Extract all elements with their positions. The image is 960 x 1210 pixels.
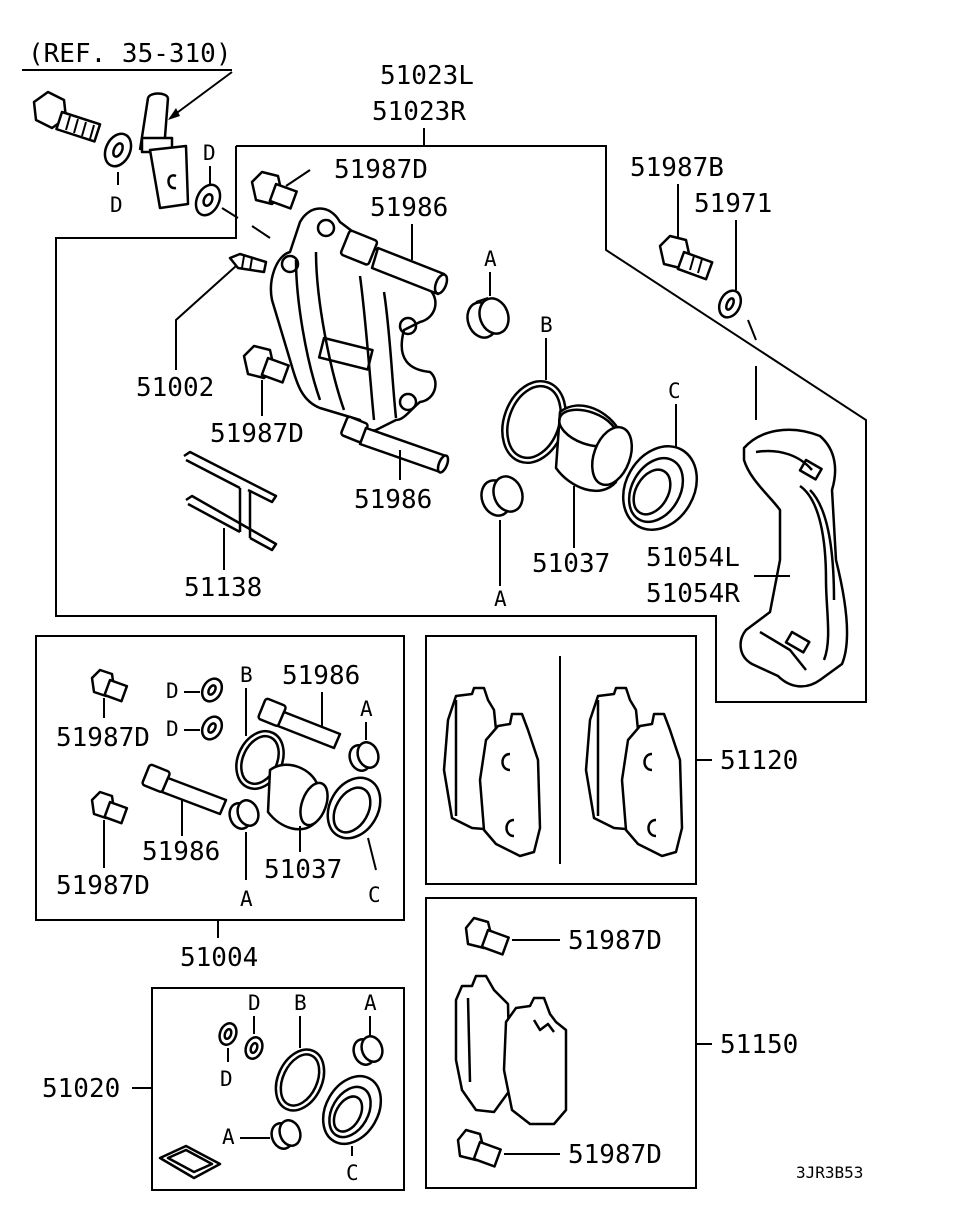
bolt-icon: [456, 1128, 502, 1168]
label-51150: 51150: [720, 1030, 798, 1060]
caliper-support-icon: [739, 428, 849, 688]
bolt-icon: [90, 790, 129, 825]
bolt-icon: [90, 668, 129, 703]
leader-51987d-top: [285, 169, 311, 187]
label-51004: 51004: [180, 943, 258, 973]
marker-b-2: B: [240, 663, 253, 687]
marker-d-3: D: [166, 679, 179, 703]
label-51971: 51971: [694, 189, 772, 219]
bolt-icon: [464, 916, 510, 956]
label-51987b: 51987B: [630, 153, 724, 183]
leader-c2: [367, 837, 377, 871]
washer-icon: [244, 1036, 264, 1060]
ref-leader: [169, 71, 233, 119]
dust-boot-icon: [326, 776, 382, 840]
marker-b-1: B: [540, 313, 553, 337]
washer-icon: [200, 715, 224, 741]
pin-boot-icon: [480, 475, 524, 517]
marker-c-1: C: [668, 379, 681, 403]
guide-pin-icon: [257, 697, 342, 750]
pad-set-group: 51120: [425, 635, 798, 885]
marker-a-3: A: [360, 697, 373, 721]
marker-d-5: D: [220, 1067, 233, 1091]
marker-b-3: B: [294, 991, 307, 1015]
marker-a-4: A: [240, 887, 253, 911]
washer-icon: [200, 677, 224, 703]
marker-a-5: A: [364, 991, 377, 1015]
pin-boot-icon: [352, 1035, 384, 1066]
label-kit-51037: 51037: [264, 855, 342, 885]
label-51120: 51120: [720, 746, 798, 776]
kit-51004-frame: [35, 635, 405, 921]
label-kit-51986-2: 51986: [142, 837, 220, 867]
label-51987d-mid: 51987D: [210, 419, 304, 449]
brake-pad-icon: [584, 686, 684, 858]
ref-arrowhead: [168, 108, 180, 120]
bolt-icon: [250, 170, 298, 210]
piston-icon: [554, 404, 634, 493]
piston-icon: [266, 763, 329, 831]
pad-clip-icon: [183, 450, 278, 552]
label-51023l: 51023L: [380, 61, 474, 91]
ref-label: (REF. 35-310): [28, 39, 232, 69]
label-51986-top: 51986: [370, 193, 448, 223]
bolt-icon: [242, 344, 290, 384]
washer-icon: [218, 1022, 238, 1046]
caliper-assembly-group: 51023L 51023R 51987D 51986: [55, 61, 867, 703]
leader-51002: [175, 265, 237, 370]
label-kit-51986: 51986: [282, 661, 360, 691]
marker-d-4: D: [166, 717, 179, 741]
brake-pad-icon: [442, 686, 542, 858]
guide-pin-icon: [340, 415, 450, 474]
assembly-frame: [55, 145, 867, 703]
shim-set-group: 51987D 51987D 51150: [425, 897, 798, 1189]
washer-icon: [194, 183, 222, 217]
label-51054l: 51054L: [646, 543, 740, 573]
bleeder-screw-icon: [228, 252, 268, 274]
label-51054r: 51054R: [646, 579, 740, 609]
pin-boot-icon: [228, 799, 260, 830]
pin-boot-icon: [466, 297, 510, 339]
guide-pin-icon: [339, 229, 449, 296]
label-51986-bottom: 51986: [354, 485, 432, 515]
label-51023r: 51023R: [372, 97, 466, 127]
marker-c-3: C: [346, 1161, 359, 1185]
marker-a-6: A: [222, 1125, 235, 1149]
grease-pack-icon: [158, 1144, 222, 1180]
marker-d-6: D: [248, 991, 261, 1015]
marker-a-1: A: [484, 247, 497, 271]
label-kit-51987d-bottom: 51987D: [56, 871, 150, 901]
label-kit-51987d-top: 51987D: [56, 723, 150, 753]
piston-seal-icon: [274, 1048, 326, 1112]
seal-kit-group: 51020 D D B A C A: [42, 987, 405, 1191]
footer-code: 3JR3B53: [796, 1163, 863, 1182]
dust-boot-icon: [621, 445, 699, 531]
label-51138: 51138: [184, 573, 262, 603]
marker-a-2: A: [494, 587, 507, 611]
label-shim-51987d-bottom: 51987D: [568, 1140, 662, 1170]
label-51020: 51020: [42, 1074, 120, 1104]
reference-group: (REF. 35-310) D D: [22, 39, 271, 239]
dash-3: [747, 319, 757, 341]
label-shim-51987d-top: 51987D: [568, 926, 662, 956]
washer-icon: [717, 289, 743, 319]
bolt-icon: [658, 234, 714, 281]
banjo-bolt-icon: [32, 90, 102, 143]
shim-icon: [454, 974, 568, 1126]
dust-boot-icon: [321, 1074, 383, 1146]
marker-c-2: C: [368, 883, 381, 907]
label-51987d-top: 51987D: [334, 155, 428, 185]
kit-51004-group: 51987D D D B 51986 A: [35, 635, 405, 973]
marker-d-2: D: [203, 141, 216, 165]
washer-icon: [103, 132, 133, 168]
pin-boot-icon: [348, 741, 380, 772]
label-51002: 51002: [136, 373, 214, 403]
label-51037: 51037: [532, 549, 610, 579]
brake-hose-icon: [138, 92, 190, 210]
pin-boot-icon: [270, 1119, 302, 1150]
guide-pin-icon: [141, 763, 228, 816]
marker-d-1: D: [110, 193, 123, 217]
dash-2: [251, 225, 271, 239]
